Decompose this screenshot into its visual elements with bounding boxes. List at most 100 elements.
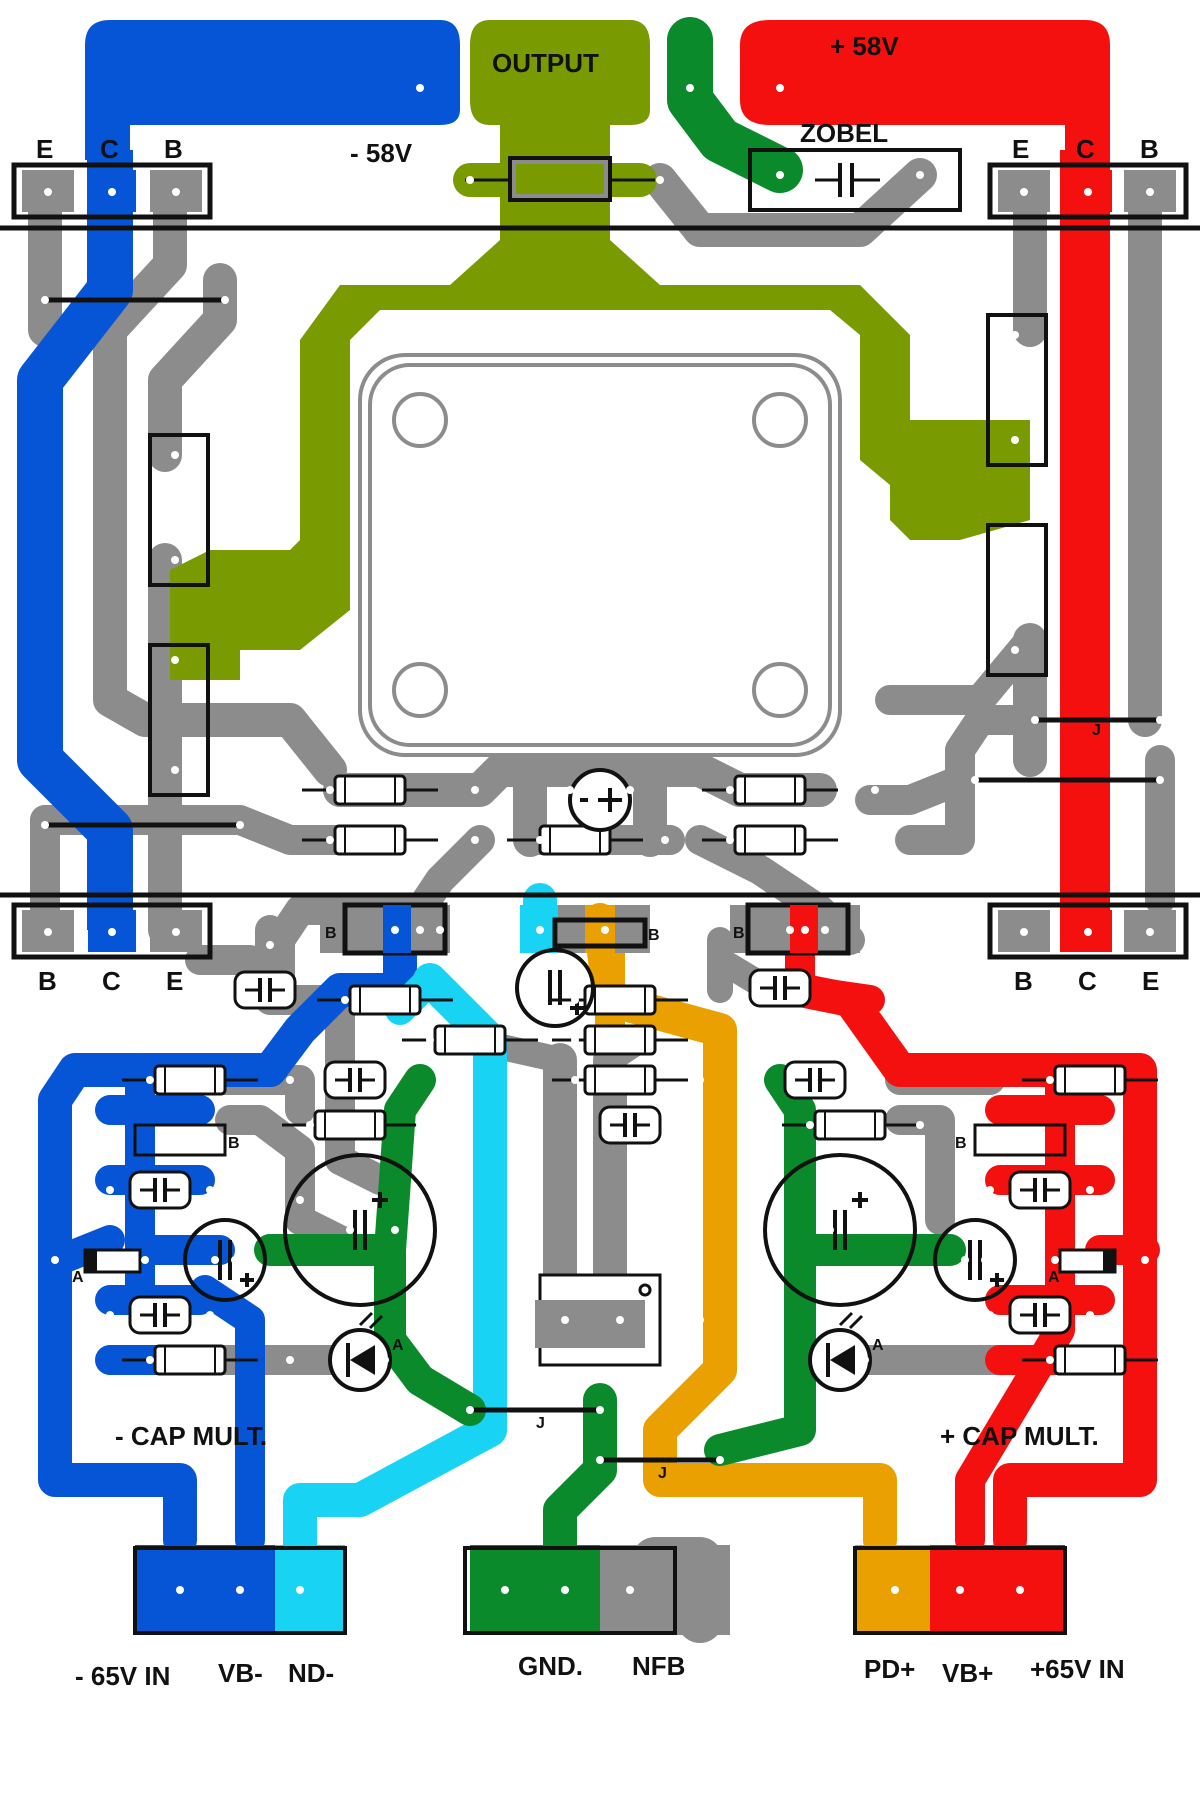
pad-hole: [596, 1456, 604, 1464]
pad-hole: [146, 1356, 154, 1364]
pad-hole: [1031, 716, 1039, 724]
pad-hole: [601, 926, 609, 934]
film-capacitor: [233, 970, 297, 1010]
label-pos-mult: + CAP MULT.: [940, 1421, 1099, 1451]
pad-hole: [956, 1586, 964, 1594]
film-capacitor: [128, 1295, 192, 1335]
label-vb-plus: VB+: [942, 1658, 993, 1688]
pad-hole: [626, 786, 634, 794]
label-base-right-mult: B: [955, 1135, 967, 1152]
pad-hole: [172, 188, 180, 196]
pad-hole: [776, 84, 784, 92]
label-base-left-driver: B: [325, 925, 337, 942]
pad-hole: [44, 928, 52, 936]
driver-transistors: [133, 902, 1067, 1157]
label-base-mid-driver: B: [648, 927, 660, 944]
resistor: [552, 1064, 688, 1096]
pad-hole: [286, 1076, 294, 1084]
pad-hole: [1141, 1256, 1149, 1264]
pad-hole: [108, 188, 116, 196]
label-tl-c: C: [100, 134, 119, 164]
led-right: [808, 1311, 872, 1392]
film-capacitor: [1008, 1170, 1072, 1210]
pad-hole: [316, 1196, 324, 1204]
label-bl-b: B: [38, 966, 57, 996]
pad-hole: [801, 926, 809, 934]
pad-hole: [471, 836, 479, 844]
resistor: [702, 774, 838, 806]
pad-hole: [171, 556, 179, 564]
pad-hole: [786, 926, 794, 934]
pad-hole: [211, 1256, 219, 1264]
pad-hole: [571, 1076, 579, 1084]
resistor: [1022, 1344, 1158, 1376]
pad-hole: [1186, 1356, 1194, 1364]
pad-hole: [326, 836, 334, 844]
resistor: [302, 824, 438, 856]
label-vb-minus: VB-: [218, 1658, 263, 1688]
label-tl-b: B: [164, 134, 183, 164]
pad-hole: [536, 926, 544, 934]
pad-hole: [391, 926, 399, 934]
pad-hole: [821, 926, 829, 934]
label-anode-right-diode: A: [1048, 1269, 1060, 1286]
led-left: [328, 1311, 392, 1392]
pad-hole: [561, 1316, 569, 1324]
label-anode-left-led: A: [392, 1337, 404, 1354]
pad-hole: [436, 926, 444, 934]
heatsink-holes: [392, 392, 808, 718]
resistor: [122, 1344, 258, 1376]
resistor: [402, 1024, 538, 1056]
pad-hole: [1046, 1356, 1054, 1364]
label-nfb: NFB: [632, 1651, 685, 1681]
label-br-b: B: [1014, 966, 1033, 996]
resistor: [702, 824, 838, 856]
label-tr-b: B: [1140, 134, 1159, 164]
pad-hole: [1086, 1311, 1094, 1319]
pad-hole: [1011, 646, 1019, 654]
small-labels: B B B B B A A A A J J J: [72, 722, 1101, 1482]
label-base-left-mult: B: [228, 1135, 240, 1152]
diodes: [83, 1248, 1117, 1274]
pad-hole: [1146, 188, 1154, 196]
label-tr-e: E: [1012, 134, 1029, 164]
resistor: [282, 1109, 418, 1141]
pos-rail-top-pad: [740, 20, 1110, 160]
label-neg-58v: - 58V: [350, 138, 413, 168]
pad-hole: [916, 171, 924, 179]
pad-hole: [656, 176, 664, 184]
pad-hole: [416, 84, 424, 92]
pad-hole: [171, 766, 179, 774]
pad-hole: [426, 1036, 434, 1044]
pad-hole: [171, 451, 179, 459]
pad-hole: [571, 996, 579, 1004]
jumper-wires: [45, 297, 1160, 1463]
pad-hole: [1084, 928, 1092, 936]
resistor: [317, 984, 453, 1016]
pad-hole: [336, 1356, 344, 1364]
pad-hole: [716, 1456, 724, 1464]
pad-hole: [816, 1356, 824, 1364]
label-tr-c: C: [1076, 134, 1095, 164]
pad-hole: [391, 1226, 399, 1234]
pad-hole: [306, 1121, 314, 1129]
pad-hole: [381, 1356, 389, 1364]
label-pos-in: +65V IN: [1030, 1654, 1125, 1684]
pad-hole: [1011, 541, 1019, 549]
film-capacitor: [128, 1170, 192, 1210]
pad-hole: [916, 1121, 924, 1129]
pad-hole: [486, 996, 494, 1004]
pad-hole: [536, 836, 544, 844]
pad-hole: [696, 1076, 704, 1084]
pad-hole: [561, 1586, 569, 1594]
pad-hole: [206, 1186, 214, 1194]
pad-hole: [696, 1316, 704, 1324]
pad-hole: [286, 1356, 294, 1364]
pad-hole: [1046, 1076, 1054, 1084]
pad-hole: [596, 1406, 604, 1414]
pad-hole: [41, 821, 49, 829]
pad-hole: [726, 836, 734, 844]
label-jumper-mid: J: [658, 1465, 667, 1482]
label-nd-minus: ND-: [288, 1658, 334, 1688]
